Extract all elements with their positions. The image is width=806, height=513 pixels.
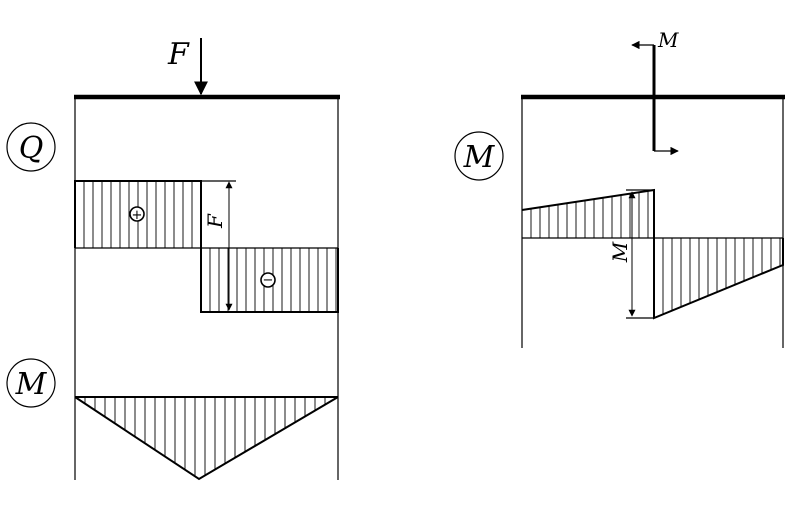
force-label: F: [167, 37, 190, 72]
moment-triangle: [74, 396, 339, 481]
couple-icon: [631, 40, 679, 156]
right-moment-negative-region: [653, 238, 784, 320]
shear-tag-circle: [6, 122, 56, 172]
right-figure: M M M: [454, 28, 785, 348]
svg-text:−: −: [263, 273, 274, 288]
negative-sign-icon: −: [260, 272, 276, 288]
svg-text:+: +: [132, 208, 143, 223]
shear-tag-label: Q: [19, 131, 44, 166]
couple-label: M: [657, 28, 679, 52]
right-moment-tag-label: M: [463, 140, 496, 175]
left-figure: F Q + − F: [6, 37, 340, 481]
right-moment-positive-region: [521, 188, 655, 238]
right-moment-tag-circle: [454, 131, 504, 181]
shear-jump-label: F: [203, 213, 227, 229]
positive-sign-icon: +: [129, 206, 145, 223]
moment-tag-label: M: [15, 367, 48, 402]
moment-jump-label: M: [608, 241, 632, 263]
moment-tag-circle: [6, 358, 56, 408]
